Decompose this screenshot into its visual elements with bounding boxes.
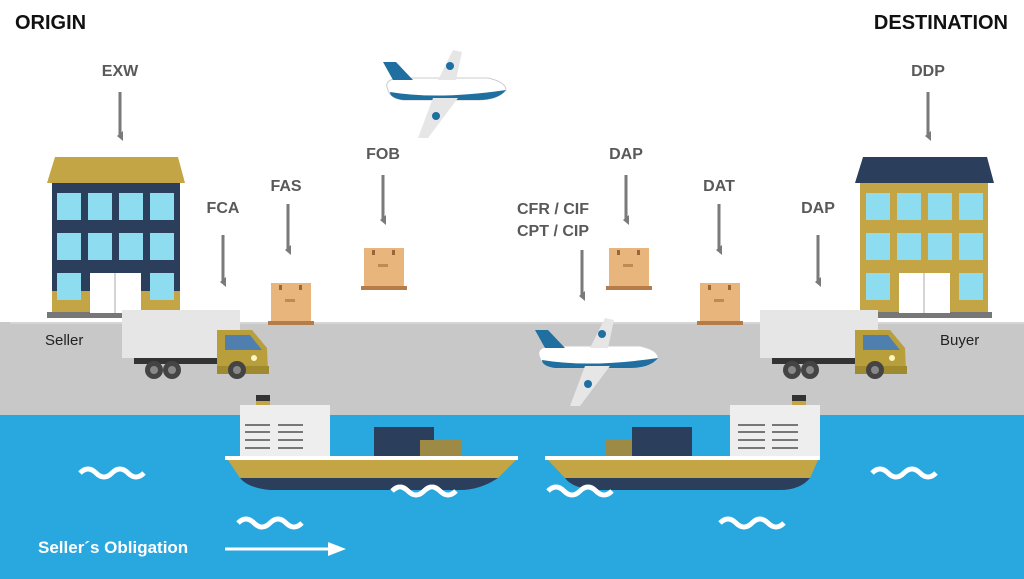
buyer-building (855, 157, 994, 318)
term-dap-truck: DAP (801, 200, 835, 217)
term-dap-air: DAP (609, 146, 643, 163)
buyer-label: Buyer (940, 332, 980, 349)
cargo-box-fas (268, 283, 314, 325)
seller-label: Seller (45, 332, 84, 349)
term-exw: EXW (101, 63, 139, 80)
cargo-box-dap (606, 248, 652, 290)
destination-heading: DESTINATION (873, 12, 1008, 34)
term-fas: FAS (270, 178, 302, 195)
term-ddp: DDP (911, 63, 945, 80)
term-fca: FCA (206, 200, 240, 217)
delivery-arrows (117, 92, 931, 301)
term-fob: FOB (366, 146, 400, 163)
destination-ship (545, 395, 820, 490)
origin-ship (225, 395, 518, 490)
term-cfr-cif: CFR / CIF (517, 201, 589, 218)
sea (0, 415, 1024, 579)
term-dat: DAT (703, 178, 735, 195)
seller-building (47, 157, 185, 318)
seller-obligation-label: Seller´s Obligation (38, 538, 189, 557)
term-cpt-cip: CPT / CIP (516, 223, 590, 240)
obligation-arrow-icon (225, 542, 346, 556)
cargo-box-dat (697, 283, 743, 325)
cargo-box-fob (361, 248, 407, 290)
departing-airplane (382, 49, 507, 139)
origin-heading: ORIGIN (15, 12, 87, 34)
